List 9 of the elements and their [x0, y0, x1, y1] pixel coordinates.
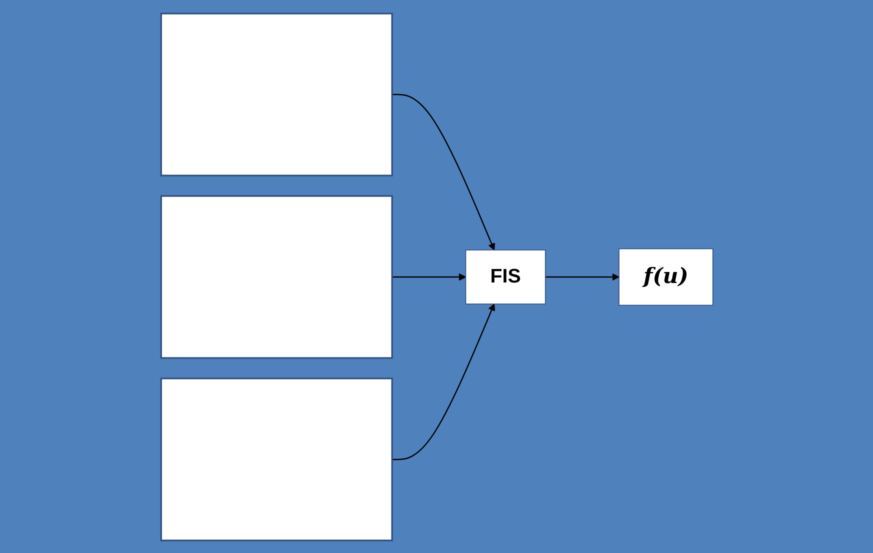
node-box: FIS — [464, 249, 546, 304]
node-box: f(u) — [618, 248, 713, 306]
node-box — [160, 377, 392, 541]
arrow — [392, 93, 495, 250]
arrow — [544, 272, 619, 280]
node-box — [160, 12, 392, 176]
node-box — [160, 194, 392, 358]
arrow — [392, 272, 466, 280]
arrow — [392, 303, 495, 460]
